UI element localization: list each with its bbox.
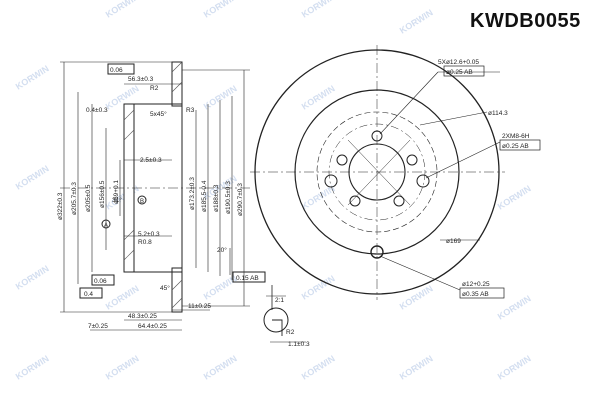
angle-31: 31° [112, 196, 122, 204]
runout-value: 0.15 AB [236, 275, 259, 282]
pin-position-frame [459, 287, 505, 299]
pin-label: ø12+0.25 [462, 281, 490, 288]
watermark-mark: KORWIN [14, 63, 51, 91]
bolt-hole-2 [406, 154, 418, 166]
dim-d188: ø188±0.3 [213, 184, 220, 212]
dim-d156: ø156±0.5 [99, 180, 106, 208]
watermark-mark: KORWIN [300, 0, 337, 20]
dim-d173-2: ø173.2±0.3 [189, 177, 196, 210]
dim-d205: ø205±0.5 [85, 184, 92, 212]
radius-r2: R2 [150, 85, 159, 92]
dim-56-3: 56.3±0.3 [128, 76, 154, 83]
side-section-view [60, 61, 266, 331]
dim-0-4: 0.4±0.3 [86, 107, 108, 114]
watermark-mark: KORWIN [202, 353, 239, 381]
watermark-mark: KORWIN [14, 263, 51, 291]
dim-2-5: 2.5±0.3 [140, 157, 162, 164]
flange-bottom-section [171, 267, 183, 313]
bolt-position-frame [443, 65, 485, 77]
dim-d69: ø69+0.1 [113, 180, 120, 204]
angle-20: 20° [217, 246, 227, 254]
watermark-mark: KORWIN [398, 353, 435, 381]
dim-d322: ø322±0.3 [57, 192, 64, 220]
dim-64-4: 64.4±0.25 [138, 323, 167, 330]
radius-r3: R3 [186, 107, 195, 114]
parallel-frame [79, 287, 103, 299]
datum-a-label: A [104, 223, 108, 229]
detail-profile [272, 319, 283, 336]
watermark-mark: KORWIN [202, 0, 239, 20]
datum-b-circle [137, 195, 147, 205]
detail-labels: 2:1 R2 1.1±0.3 [275, 297, 310, 348]
screw-hole-left [324, 174, 338, 188]
watermark-mark: KORWIN [300, 83, 337, 111]
bolt-hole-4 [349, 195, 361, 207]
watermark-mark: KORWIN [496, 183, 533, 211]
screw-tolerance: ø0.25 AB [502, 143, 529, 150]
watermark-mark: KORWIN [104, 83, 141, 111]
flatness-top-value: 0.06 [110, 67, 123, 74]
watermark-mark: KORWIN [14, 163, 51, 191]
dim-d290-7: ø290.7±0.3 [237, 183, 244, 216]
screw-position-frame [499, 139, 541, 151]
front-leaders [379, 71, 501, 291]
watermark-mark: KORWIN [300, 273, 337, 301]
radius-r0-8: R0.8 [138, 239, 152, 246]
horizontal-dim-lines [90, 83, 231, 331]
dim-d205-7: ø205.7±0.3 [71, 182, 78, 215]
flatness-frame-bottom [91, 274, 115, 286]
dim-5-2: 5.2±0.3 [138, 231, 160, 238]
detail-r2: R2 [286, 329, 295, 336]
pin-hole [370, 245, 384, 259]
datum-a-circle [101, 219, 111, 229]
front-view-labels: 5Xø12.6+0.05 ø0.25 AB ø114.3 2XM8-6H ø0.… [438, 59, 530, 298]
dim-d185-5: ø185.5-0.4 [201, 180, 208, 212]
dim-7: 7±0.25 [88, 323, 108, 330]
bolt-hole-5 [336, 154, 348, 166]
bolt-hole-3 [393, 195, 405, 207]
watermark-mark: KORWIN [300, 353, 337, 381]
front-view [250, 45, 541, 300]
datum-b-label: B [140, 199, 144, 205]
d169-label: ø169 [446, 238, 461, 245]
dim-d190-5: ø190.5±0.3 [225, 181, 232, 214]
part-number-title: KWDB0055 [470, 10, 581, 32]
watermark-mark: KORWIN [104, 0, 141, 20]
section-hatching [123, 61, 183, 309]
watermark-mark: KORWIN [398, 7, 435, 35]
dim-48-3: 48.3±0.25 [128, 313, 157, 320]
screw-label: 2XM8-6H [502, 133, 530, 140]
side-view-labels: 0.06 56.3±0.3 R2 R3 0.4±0.3 5x45° 2.5±0.… [57, 67, 259, 330]
diagonal-ref-line-2 [347, 139, 411, 206]
watermark-mark: KORWIN [300, 183, 337, 211]
flatness-bottom-value: 0.06 [94, 278, 107, 285]
detail-scale-label: 2:1 [275, 297, 284, 304]
bolt-holes-label: 5Xø12.6+0.05 [438, 59, 479, 66]
bolt-hole-1 [371, 130, 383, 142]
detail-circle [263, 307, 289, 333]
watermark-mark: KORWIN [104, 183, 141, 211]
diameter-dim-lines [60, 61, 250, 313]
watermark-mark: KORWIN [104, 353, 141, 381]
watermark-mark: KORWIN [496, 353, 533, 381]
watermark-mark: KORWIN [104, 283, 141, 311]
runout-frame [232, 271, 266, 283]
angle-45: 45° [160, 284, 170, 292]
flatness-frame-top [107, 63, 135, 75]
pin-tolerance: ø0.35 AB [462, 291, 489, 298]
watermark-mark: KORWIN [14, 353, 51, 381]
pcd-label: ø114.3 [488, 110, 508, 117]
parallel-value: 0.4 [84, 291, 93, 298]
bolt-holes-tolerance: ø0.25 AB [446, 69, 473, 76]
detail-dim-1-1: 1.1±0.3 [288, 341, 310, 348]
detail-view [263, 285, 306, 343]
chamfer-label: 5x45° [150, 110, 167, 118]
dim-11: 11±0.25 [188, 303, 211, 310]
screw-hole-right [416, 174, 430, 188]
